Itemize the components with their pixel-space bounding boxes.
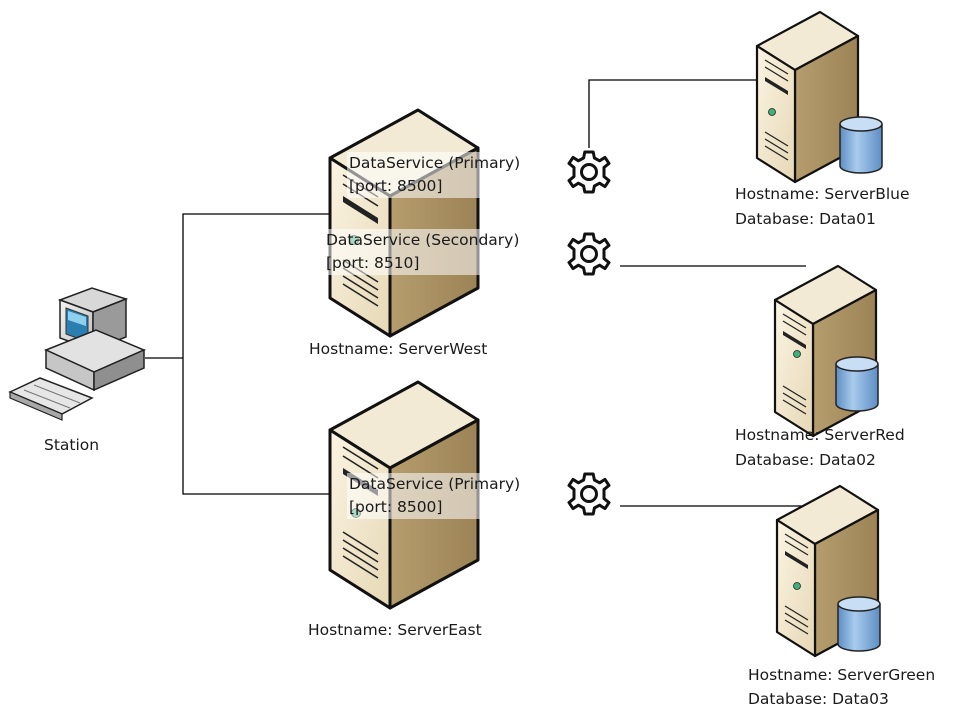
service-port: [port: 8510] [326,254,420,272]
server-blue-icon[interactable] [755,10,860,184]
server-blue-hostname: Hostname: ServerBlue [735,185,910,203]
station-computer-icon[interactable] [8,287,146,421]
connector-bus [182,213,330,495]
server-east-hostname: Hostname: ServerEast [308,621,482,639]
database-icon-data01 [839,116,883,174]
connectors [145,79,806,507]
gear-icon-dataservice-secondary-west[interactable] [567,232,611,276]
server-west-icon[interactable] [328,108,480,338]
database-icon-data03 [837,596,881,652]
server-green-hostname: Hostname: ServerGreen [748,666,936,684]
server-blue-database: Database: Data01 [735,210,876,228]
service-label-primary-west: DataService (Primary) [port: 8500] [347,152,523,198]
server-red-database: Database: Data02 [735,451,876,469]
connector-gear1-serverblue [588,79,757,148]
service-port: [port: 8500] [349,177,443,195]
server-green-database: Database: Data03 [748,690,889,708]
service-name: DataService (Primary) [349,154,521,172]
gear-icon-dataservice-primary-east[interactable] [567,472,611,516]
database-icon-data02 [835,356,879,412]
service-label-primary-east: DataService (Primary) [port: 8500] [347,473,523,519]
server-west-hostname: Hostname: ServerWest [309,340,488,358]
service-name: DataService (Primary) [349,475,521,493]
service-label-secondary-west: DataService (Secondary) [port: 8510] [324,229,522,275]
gear-icon-dataservice-primary-west[interactable] [567,150,611,194]
service-name: DataService (Secondary) [326,231,520,249]
service-port: [port: 8500] [349,498,443,516]
server-red-hostname: Hostname: ServerRed [735,426,905,444]
station-label: Station [44,436,100,454]
